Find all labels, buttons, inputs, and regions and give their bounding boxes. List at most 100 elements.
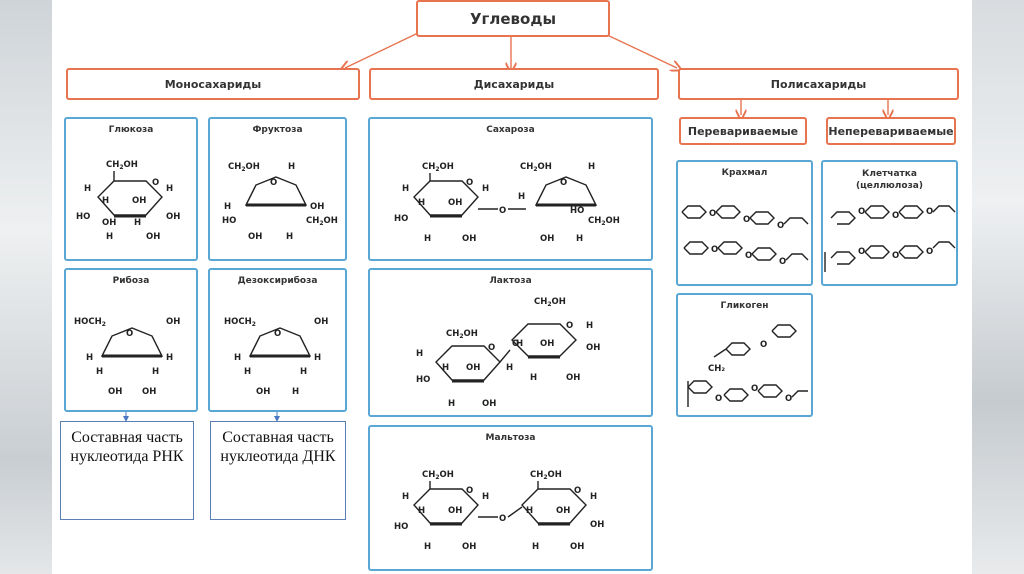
svg-text:H: H bbox=[586, 321, 593, 331]
svg-text:O: O bbox=[566, 321, 573, 331]
svg-text:H: H bbox=[530, 373, 537, 383]
svg-text:OH: OH bbox=[108, 387, 122, 397]
glycogen-structure: O CH₂ O O O bbox=[687, 324, 808, 407]
svg-text:CH2OH: CH2OH bbox=[228, 162, 260, 173]
panel-cellulose: Клетчатка (целлюлоза) O O O O O O bbox=[821, 160, 958, 286]
title-text: Углеводы bbox=[469, 9, 557, 28]
svg-text:H: H bbox=[166, 184, 173, 194]
svg-text:O: O bbox=[751, 384, 758, 394]
svg-text:H: H bbox=[402, 184, 409, 194]
svg-text:H: H bbox=[286, 232, 293, 242]
svg-text:H: H bbox=[84, 184, 91, 194]
svg-text:CH2OH: CH2OH bbox=[106, 160, 138, 171]
svg-text:OH: OH bbox=[570, 542, 584, 552]
svg-text:OH: OH bbox=[540, 234, 554, 244]
svg-text:OH: OH bbox=[590, 520, 604, 530]
note-dna: Составная часть нуклеотида ДНК bbox=[210, 421, 346, 520]
svg-text:OH: OH bbox=[556, 506, 570, 516]
svg-text:H: H bbox=[442, 363, 449, 373]
svg-text:OH: OH bbox=[566, 373, 580, 383]
svg-text:OH: OH bbox=[466, 363, 480, 373]
svg-text:OH: OH bbox=[586, 343, 600, 353]
svg-text:H: H bbox=[506, 363, 513, 373]
starch-structure: O O O O O O bbox=[681, 205, 809, 267]
svg-text:H: H bbox=[402, 492, 409, 502]
svg-text:O: O bbox=[274, 329, 281, 339]
category-di-label: Дисахариды bbox=[473, 77, 555, 91]
svg-text:H: H bbox=[516, 339, 523, 349]
panel-lactose-title: Лактоза bbox=[489, 276, 532, 286]
svg-text:H: H bbox=[292, 387, 299, 397]
svg-text:O: O bbox=[126, 329, 133, 339]
svg-text:O: O bbox=[743, 215, 750, 225]
svg-text:OH: OH bbox=[314, 317, 328, 327]
note-dna-text: Составная часть нуклеотида ДНК bbox=[220, 429, 336, 465]
panel-ribose-title: Рибоза bbox=[112, 276, 150, 286]
svg-text:O: O bbox=[560, 178, 567, 188]
svg-text:O: O bbox=[760, 340, 767, 350]
svg-text:H: H bbox=[518, 192, 525, 202]
svg-text:OH: OH bbox=[482, 399, 496, 409]
subcategory-indigestible-label: Неперевариваемые bbox=[828, 124, 954, 138]
svg-text:O: O bbox=[926, 247, 933, 257]
panel-starch: Крахмал O O O O O O bbox=[676, 160, 813, 286]
svg-text:OH: OH bbox=[166, 317, 180, 327]
panel-glycogen-title: Гликоген bbox=[720, 301, 769, 311]
svg-text:HO: HO bbox=[416, 375, 430, 385]
svg-text:H: H bbox=[448, 399, 455, 409]
arrow-to-poly bbox=[602, 32, 677, 68]
svg-text:HOCH2: HOCH2 bbox=[224, 317, 256, 328]
svg-text:O: O bbox=[466, 486, 473, 496]
subcategory-indigestible: Неперевариваемые bbox=[826, 117, 956, 145]
panel-sucrose-title: Сахароза bbox=[486, 125, 535, 135]
svg-text:CH2OH: CH2OH bbox=[588, 216, 620, 227]
svg-text:OH: OH bbox=[166, 212, 180, 222]
subcategory-digestible-label: Перевариваемые bbox=[687, 124, 799, 138]
panel-cellulose-title: Клетчатка (целлюлоза) bbox=[855, 169, 923, 191]
svg-text:HOCH2: HOCH2 bbox=[74, 317, 106, 328]
svg-text:H: H bbox=[96, 367, 103, 377]
panel-maltose-title: Мальтоза bbox=[485, 433, 536, 443]
svg-text:H: H bbox=[314, 353, 321, 363]
svg-text:H: H bbox=[416, 349, 423, 359]
category-mono-label: Моносахариды bbox=[164, 77, 262, 91]
svg-text:O: O bbox=[779, 257, 786, 267]
svg-text:O: O bbox=[892, 211, 899, 221]
svg-text:OH: OH bbox=[142, 387, 156, 397]
svg-text:OH: OH bbox=[248, 232, 262, 242]
svg-text:O: O bbox=[152, 178, 159, 188]
svg-text:H: H bbox=[418, 506, 425, 516]
svg-text:OH: OH bbox=[256, 387, 270, 397]
background-left-decoration bbox=[0, 0, 52, 574]
svg-text:CH2OH: CH2OH bbox=[422, 162, 454, 173]
svg-text:H: H bbox=[102, 196, 109, 206]
svg-text:O: O bbox=[715, 394, 722, 404]
panel-starch-title: Крахмал bbox=[721, 168, 768, 178]
svg-text:O: O bbox=[499, 206, 506, 216]
svg-text:CH2OH: CH2OH bbox=[534, 297, 566, 308]
svg-text:H: H bbox=[152, 367, 159, 377]
category-poly: Полисахариды bbox=[678, 68, 959, 100]
svg-text:O: O bbox=[892, 251, 899, 261]
svg-text:O: O bbox=[926, 207, 933, 217]
svg-text:OH: OH bbox=[146, 232, 160, 242]
svg-text:O: O bbox=[574, 486, 581, 496]
svg-text:O: O bbox=[745, 251, 752, 261]
title-box: Углеводы bbox=[416, 0, 610, 37]
note-rna: Составная часть нуклеотида РНК bbox=[60, 421, 194, 520]
svg-text:O: O bbox=[488, 343, 495, 353]
svg-text:O: O bbox=[858, 207, 865, 217]
svg-text:HO: HO bbox=[76, 212, 90, 222]
svg-text:OH: OH bbox=[462, 542, 476, 552]
svg-text:OH: OH bbox=[462, 234, 476, 244]
svg-text:O: O bbox=[466, 178, 473, 188]
svg-text:O: O bbox=[709, 209, 716, 219]
